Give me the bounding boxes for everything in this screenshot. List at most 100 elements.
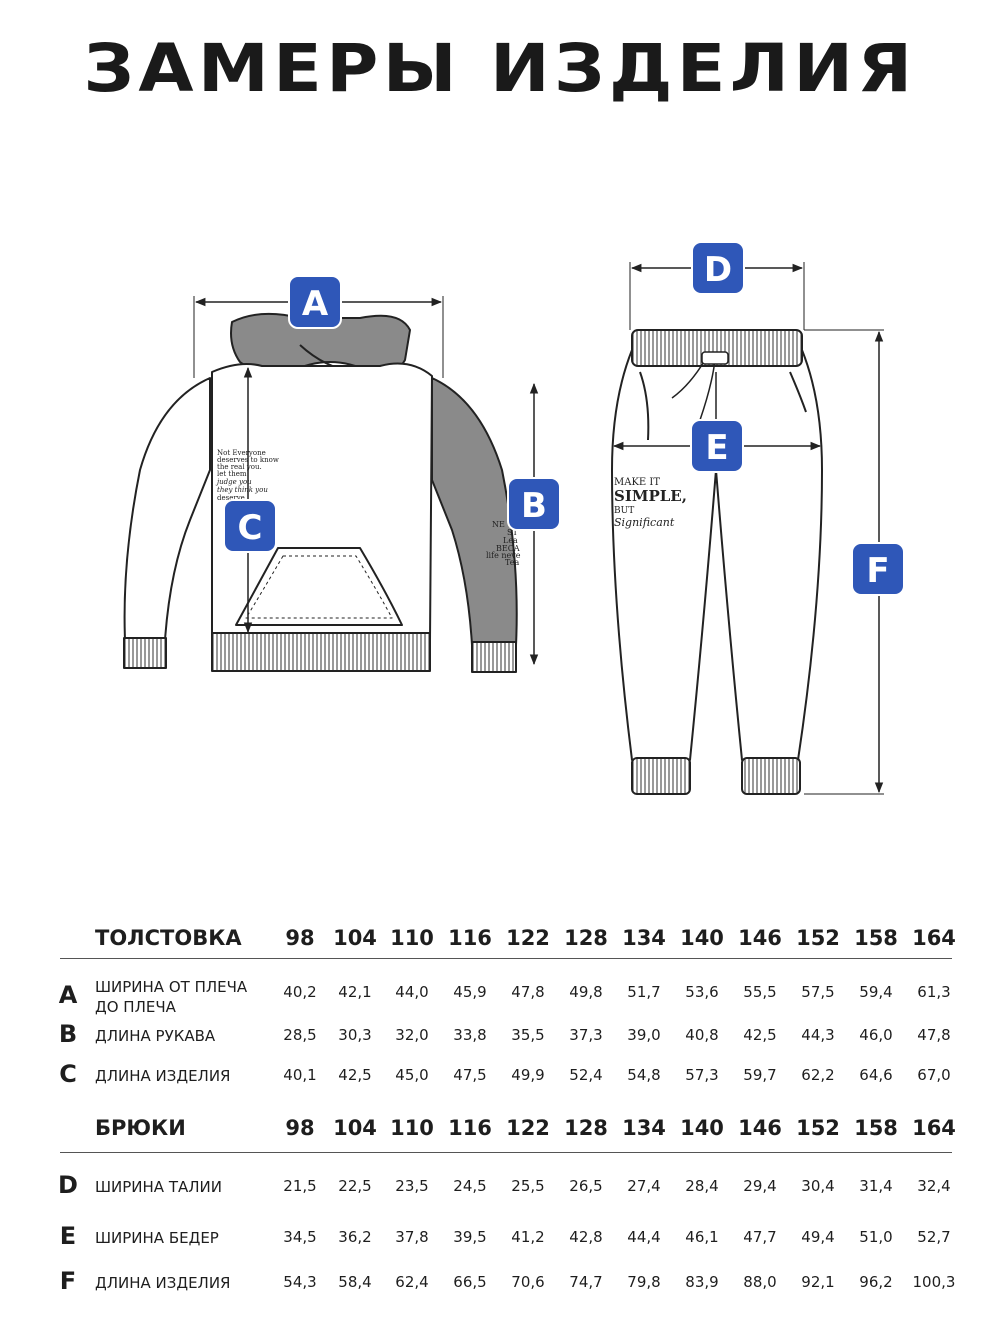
size-value: 47,7 bbox=[743, 1228, 777, 1246]
size-value: 33,8 bbox=[453, 1026, 487, 1044]
size-header: 104 bbox=[333, 926, 377, 950]
size-value: 45,0 bbox=[395, 1066, 429, 1084]
badge-letter: F bbox=[866, 551, 889, 591]
size-value: 42,8 bbox=[569, 1228, 603, 1246]
size-value: 32,4 bbox=[917, 1177, 951, 1195]
section-title: БРЮКИ bbox=[95, 1116, 186, 1140]
size-header: 146 bbox=[738, 926, 782, 950]
pants-right-cuff bbox=[741, 757, 801, 795]
size-value: 49,8 bbox=[569, 983, 603, 1001]
print-line: Not Everyone bbox=[217, 449, 266, 457]
row-code: F bbox=[59, 1267, 77, 1295]
size-value: 40,8 bbox=[685, 1026, 719, 1044]
badge-b: B bbox=[507, 477, 561, 531]
pants-drawing bbox=[611, 329, 823, 795]
size-header: 110 bbox=[390, 1116, 434, 1140]
size-value: 22,5 bbox=[338, 1177, 372, 1195]
print-line: the real you. bbox=[217, 463, 262, 471]
garment-illustration: Not Everyone deserves to know the real y… bbox=[123, 241, 905, 795]
size-header: 122 bbox=[506, 926, 550, 950]
size-value: 53,6 bbox=[685, 983, 719, 1001]
badge-c: C bbox=[223, 499, 277, 553]
print-line: MAKE IT bbox=[614, 477, 660, 488]
size-value: 70,6 bbox=[511, 1273, 545, 1291]
size-value: 67,0 bbox=[917, 1066, 951, 1084]
size-value: 34,5 bbox=[283, 1228, 317, 1246]
size-value: 30,4 bbox=[801, 1177, 835, 1195]
hoodie-sleeve-print: NE ST Lea BECA life neve Tea bbox=[486, 520, 521, 567]
print-line: they think you bbox=[217, 486, 268, 494]
print-line: Tea bbox=[505, 558, 519, 567]
size-value: 49,9 bbox=[511, 1066, 545, 1084]
hoodie-left-cuff bbox=[123, 637, 167, 669]
hoodie-waistband bbox=[211, 632, 431, 672]
badge-e: E bbox=[690, 419, 744, 473]
badge-letter: C bbox=[238, 508, 263, 548]
size-value: 74,7 bbox=[569, 1273, 603, 1291]
size-value: 58,4 bbox=[338, 1273, 372, 1291]
size-value: 49,4 bbox=[801, 1228, 835, 1246]
size-header: 146 bbox=[738, 1116, 782, 1140]
row-code: B bbox=[58, 1020, 78, 1048]
size-value: 37,3 bbox=[569, 1026, 603, 1044]
print-line: ST bbox=[507, 528, 518, 537]
size-value: 52,7 bbox=[917, 1228, 951, 1246]
row-code: C bbox=[59, 1060, 77, 1088]
print-line: Lea bbox=[503, 536, 518, 545]
hoodie-drawing bbox=[123, 312, 518, 673]
row-label: ДЛИНА ИЗДЕЛИЯ bbox=[95, 1274, 231, 1292]
print-line: BUT bbox=[614, 506, 634, 516]
size-value: 42,1 bbox=[338, 983, 372, 1001]
row-label: ДЛИНА ИЗДЕЛИЯ bbox=[95, 1067, 231, 1085]
size-value: 52,4 bbox=[569, 1066, 603, 1084]
size-value: 46,1 bbox=[685, 1228, 719, 1246]
size-value: 40,1 bbox=[283, 1066, 317, 1084]
size-value: 83,9 bbox=[685, 1273, 719, 1291]
size-value: 39,5 bbox=[453, 1228, 487, 1246]
size-header: 152 bbox=[796, 926, 840, 950]
size-value: 51,0 bbox=[859, 1228, 893, 1246]
row-code: D bbox=[58, 1171, 78, 1199]
size-header: 140 bbox=[680, 926, 724, 950]
print-line: Significant bbox=[614, 516, 675, 529]
size-header: 98 bbox=[285, 926, 315, 950]
section-divider bbox=[60, 958, 952, 959]
size-header: 164 bbox=[912, 926, 956, 950]
size-value: 42,5 bbox=[338, 1066, 372, 1084]
badge-letter: E bbox=[705, 428, 728, 468]
badge-letter: D bbox=[704, 250, 732, 290]
badge-letter: B bbox=[521, 486, 547, 526]
page-title: ЗАМЕРЫ ИЗДЕЛИЯ bbox=[83, 30, 917, 107]
hoodie-pocket bbox=[235, 547, 403, 626]
size-value: 54,8 bbox=[627, 1066, 661, 1084]
size-value: 57,5 bbox=[801, 983, 835, 1001]
size-value: 55,5 bbox=[743, 983, 777, 1001]
size-header: 152 bbox=[796, 1116, 840, 1140]
print-line: judge you bbox=[215, 478, 252, 486]
size-value: 79,8 bbox=[627, 1273, 661, 1291]
badge-letter: A bbox=[302, 284, 329, 324]
section-title: ТОЛСТОВКА bbox=[95, 926, 242, 950]
row-label: ДЛИНА РУКАВА bbox=[95, 1027, 216, 1045]
row-code: A bbox=[58, 981, 78, 1009]
size-value: 21,5 bbox=[283, 1177, 317, 1195]
print-line: NE bbox=[492, 520, 505, 529]
size-value: 26,5 bbox=[569, 1177, 603, 1195]
section-divider bbox=[60, 1152, 952, 1153]
size-header: 110 bbox=[390, 926, 434, 950]
size-value: 24,5 bbox=[453, 1177, 487, 1195]
size-value: 42,5 bbox=[743, 1026, 777, 1044]
size-value: 44,4 bbox=[627, 1228, 661, 1246]
size-value: 47,8 bbox=[917, 1026, 951, 1044]
row-code: E bbox=[59, 1222, 77, 1250]
hoodie-right-cuff bbox=[471, 641, 517, 673]
size-value: 23,5 bbox=[395, 1177, 429, 1195]
size-value: 88,0 bbox=[743, 1273, 777, 1291]
size-value: 25,5 bbox=[511, 1177, 545, 1195]
size-value: 66,5 bbox=[453, 1273, 487, 1291]
size-value: 30,3 bbox=[338, 1026, 372, 1044]
size-value: 54,3 bbox=[283, 1273, 317, 1291]
size-value: 44,0 bbox=[395, 983, 429, 1001]
badge-d: D bbox=[691, 241, 745, 295]
